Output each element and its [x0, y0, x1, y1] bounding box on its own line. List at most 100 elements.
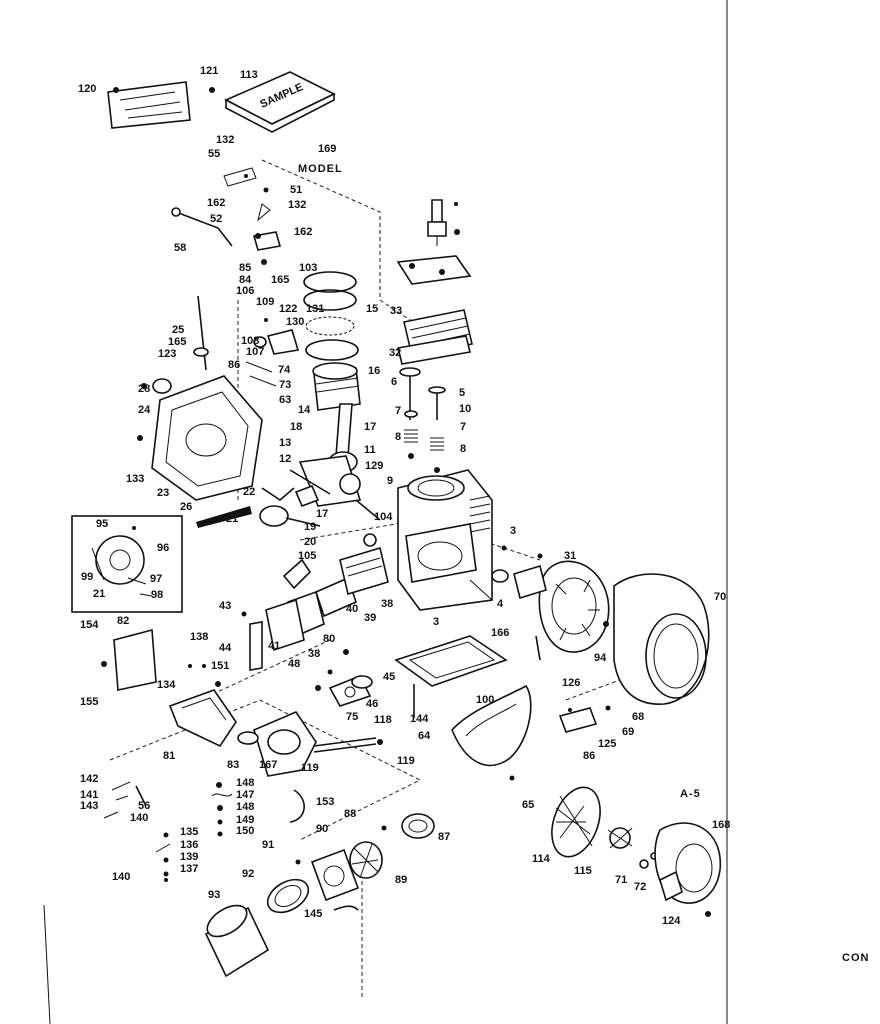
- part-label-70: 70: [714, 591, 726, 603]
- part-label-151: 151: [211, 660, 229, 672]
- flywheel: [513, 560, 610, 661]
- part-label-94: 94: [594, 652, 607, 664]
- part-label-32: 32: [389, 347, 401, 359]
- carburetor-body: [237, 711, 383, 777]
- part-label-123: 123: [158, 348, 176, 360]
- part-label-9: 9: [387, 475, 393, 487]
- inset-detail-box: [71, 515, 183, 613]
- part-label-5: 5: [459, 387, 465, 399]
- lower-shroud: [451, 684, 532, 781]
- part-label-11: 11: [364, 444, 376, 456]
- part-label-105: 105: [298, 550, 316, 562]
- part-label-17: 17: [316, 508, 328, 520]
- part-label-45: 45: [383, 671, 395, 683]
- part-label-119: 119: [301, 762, 319, 774]
- part-label-125: 125: [598, 738, 616, 750]
- part-label-124: 124: [662, 915, 681, 927]
- part-label-38: 38: [381, 598, 393, 610]
- part-label-16: 16: [368, 365, 380, 377]
- part-label-133: 133: [126, 473, 144, 485]
- part-label-86: 86: [583, 750, 595, 762]
- part-label-113: 113: [240, 69, 258, 81]
- fuel-bracket: [101, 628, 237, 748]
- part-label-56: 56: [138, 800, 150, 812]
- part-label-51: 51: [290, 184, 302, 196]
- part-label-119: 119: [397, 755, 415, 767]
- part-label-89: 89: [395, 874, 407, 886]
- part-label-143: 143: [80, 800, 98, 812]
- part-label-148: 148: [236, 777, 254, 789]
- spark-plug: [427, 199, 460, 246]
- rewind-starter: [551, 786, 721, 917]
- part-label-65: 65: [522, 799, 534, 811]
- carb-small-parts: [103, 781, 305, 837]
- part-label-84: 84: [239, 274, 252, 286]
- part-label-149: 149: [236, 814, 254, 826]
- part-label-106: 106: [236, 285, 254, 297]
- part-label-26: 26: [180, 501, 192, 513]
- part-label-82: 82: [117, 615, 129, 627]
- part-label-23: 23: [157, 487, 169, 499]
- part-label-129: 129: [365, 460, 383, 472]
- valves-and-springs: [399, 367, 446, 473]
- part-label-141: 141: [80, 789, 98, 801]
- part-label-162: 162: [207, 197, 225, 209]
- part-label-8: 8: [395, 431, 401, 443]
- part-label-64: 64: [418, 730, 431, 742]
- part-label-142: 142: [80, 773, 98, 785]
- carburetor-intake: [241, 546, 389, 707]
- cylinder-head: [397, 309, 473, 365]
- crankcase-cover: [137, 295, 263, 501]
- cylinder-head-cover: [396, 255, 472, 285]
- model-label: MODEL: [298, 163, 343, 175]
- corner-text: CON: [842, 952, 869, 964]
- part-label-48: 48: [288, 658, 300, 670]
- part-label-15: 15: [366, 303, 378, 315]
- part-label-4: 4: [497, 598, 504, 610]
- part-label-150: 150: [236, 825, 254, 837]
- part-label-69: 69: [622, 726, 634, 738]
- part-label-28: 28: [138, 383, 150, 395]
- part-label-118: 118: [374, 714, 392, 726]
- part-label-87: 87: [438, 831, 450, 843]
- part-label-40: 40: [346, 603, 358, 615]
- part-label-13: 13: [279, 437, 291, 449]
- part-label-10: 10: [459, 403, 471, 415]
- piston: [312, 362, 361, 411]
- part-label-25: 25: [172, 324, 184, 336]
- piston-rings: [303, 271, 359, 361]
- part-label-8: 8: [460, 443, 466, 455]
- part-label-169: 169: [318, 143, 336, 155]
- owners-manual: SAMPLE: [224, 71, 336, 133]
- part-label-107: 107: [246, 346, 264, 358]
- part-label-166: 166: [491, 627, 509, 639]
- part-label-120: 120: [78, 83, 96, 95]
- page-edge-line-left: [43, 904, 51, 1024]
- part-label-122: 122: [279, 303, 297, 315]
- part-label-132: 132: [288, 199, 306, 211]
- part-label-90: 90: [316, 823, 328, 835]
- part-label-144: 144: [410, 713, 429, 725]
- part-label-68: 68: [632, 711, 644, 723]
- part-label-38: 38: [308, 648, 320, 660]
- crankshaft: [289, 455, 381, 521]
- part-label-22: 22: [243, 486, 255, 498]
- part-label-24: 24: [138, 404, 151, 416]
- part-label-81: 81: [163, 750, 175, 762]
- baffles: [558, 707, 598, 733]
- part-label-167: 167: [259, 759, 277, 771]
- part-label-92: 92: [242, 868, 254, 880]
- part-label-39: 39: [364, 612, 376, 624]
- part-label-139: 139: [180, 851, 198, 863]
- part-label-80: 80: [323, 633, 335, 645]
- part-label-108: 108: [241, 335, 259, 347]
- part-label-14: 14: [298, 404, 311, 416]
- part-label-74: 74: [278, 364, 291, 376]
- part-label-95: 95: [96, 518, 108, 530]
- part-label-33: 33: [390, 305, 402, 317]
- part-label-41: 41: [268, 640, 280, 652]
- part-label-131: 131: [306, 303, 324, 315]
- part-label-31: 31: [564, 550, 576, 562]
- camshaft: [196, 487, 321, 528]
- part-label-46: 46: [366, 698, 378, 710]
